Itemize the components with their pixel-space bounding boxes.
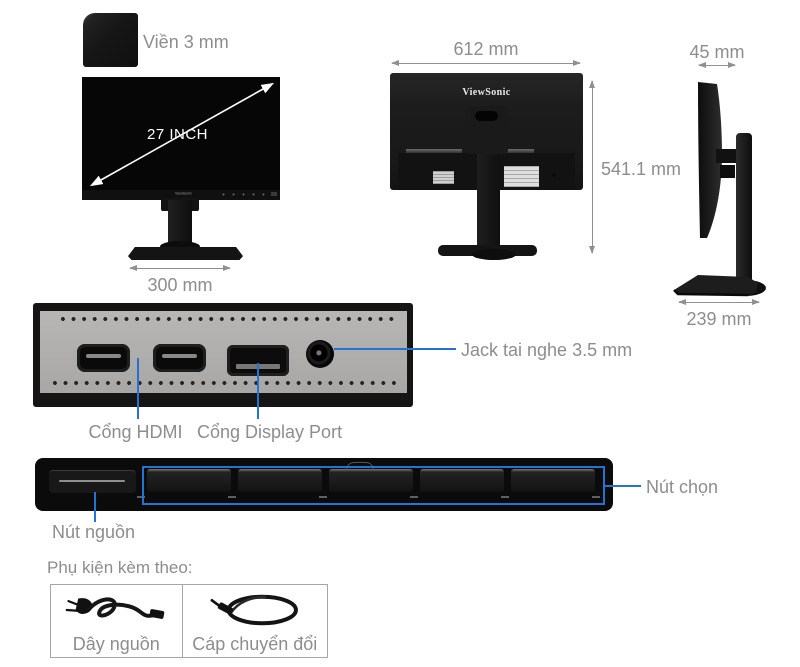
select-buttons-label: Nút chọn xyxy=(646,477,719,497)
back-stand-column xyxy=(477,154,500,246)
viewsonic-logo-back: ViewSonic xyxy=(462,87,511,98)
adapter-cable-icon xyxy=(210,594,298,626)
viewsonic-logo-front: ViewSonic xyxy=(175,191,192,196)
vent-holes-bottom xyxy=(52,380,400,386)
front-power-led xyxy=(271,192,277,196)
power-cord-icon xyxy=(65,597,165,619)
back-vent-right xyxy=(498,149,534,153)
accessory-label: Cáp chuyển đổi xyxy=(192,634,318,654)
back-width-label: 612 mm xyxy=(453,39,519,59)
front-stand-base xyxy=(128,247,243,260)
bezel-corner-closeup xyxy=(83,13,138,67)
back-width-arrow xyxy=(391,60,581,66)
side-base-label: 239 mm xyxy=(686,309,752,329)
side-depth-label: 45 mm xyxy=(689,42,745,62)
accessory-cell-power-cord: Dây nguồn xyxy=(51,585,182,657)
accessories-table: Dây nguồn Cáp chuyển đổi xyxy=(50,584,328,658)
callout-line-jack xyxy=(334,348,456,350)
menu-button-5 xyxy=(511,469,595,492)
side-stand-base xyxy=(673,275,766,297)
back-height-label: 541.1 mm xyxy=(601,159,682,179)
hdmi-label: Cổng HDMI xyxy=(88,422,183,442)
power-button-label: Nút nguồn xyxy=(52,522,136,542)
menu-button-1 xyxy=(147,469,231,492)
callout-line-displayport xyxy=(257,363,259,419)
back-sticker-small xyxy=(433,171,454,184)
callout-line-hdmi xyxy=(137,358,139,419)
menu-button-2 xyxy=(238,469,322,492)
diagonal-arrow xyxy=(89,82,275,187)
power-button xyxy=(49,470,136,493)
accessory-label: Dây nguồn xyxy=(72,634,160,654)
bezel-size-label: Viền 3 mm xyxy=(143,32,229,52)
displayport-label: Cổng Display Port xyxy=(197,422,343,442)
front-width-label: 300 mm xyxy=(147,275,213,295)
vesa-mount-slot xyxy=(475,111,498,121)
vent-holes-top xyxy=(60,316,398,322)
screen-size-label: 27 INCH xyxy=(147,126,209,143)
front-stand-neck xyxy=(168,200,192,247)
side-depth-arrow xyxy=(698,62,736,68)
callout-line-power xyxy=(94,492,96,522)
front-stand-joint xyxy=(160,241,200,252)
side-hinge-lower xyxy=(720,165,735,178)
jack-label: Jack tai nghe 3.5 mm xyxy=(461,340,633,360)
back-height-arrow xyxy=(589,80,595,254)
back-stand-disc xyxy=(472,249,516,260)
front-bottom-bezel xyxy=(82,190,280,200)
select-buttons-outline xyxy=(142,466,605,505)
menu-button-3 xyxy=(329,469,413,492)
side-hinge-bracket xyxy=(716,149,738,163)
back-screw-hole xyxy=(552,173,556,177)
accessory-cell-adapter-cable: Cáp chuyển đổi xyxy=(181,585,327,657)
back-sticker-large xyxy=(504,166,539,187)
side-panel xyxy=(698,82,722,238)
accessories-heading: Phụ kiện kèm theo: xyxy=(47,558,193,577)
audio-jack-icon xyxy=(306,340,334,368)
back-vent-left xyxy=(406,149,462,153)
front-control-dots xyxy=(222,193,270,196)
hdmi-port-icon xyxy=(77,344,130,372)
menu-button-4 xyxy=(420,469,504,492)
side-stand-column xyxy=(736,133,752,287)
front-width-arrow xyxy=(129,265,231,271)
callout-line-select xyxy=(605,485,641,487)
hdmi-port-icon xyxy=(153,344,206,372)
side-base-arrow xyxy=(678,299,760,305)
